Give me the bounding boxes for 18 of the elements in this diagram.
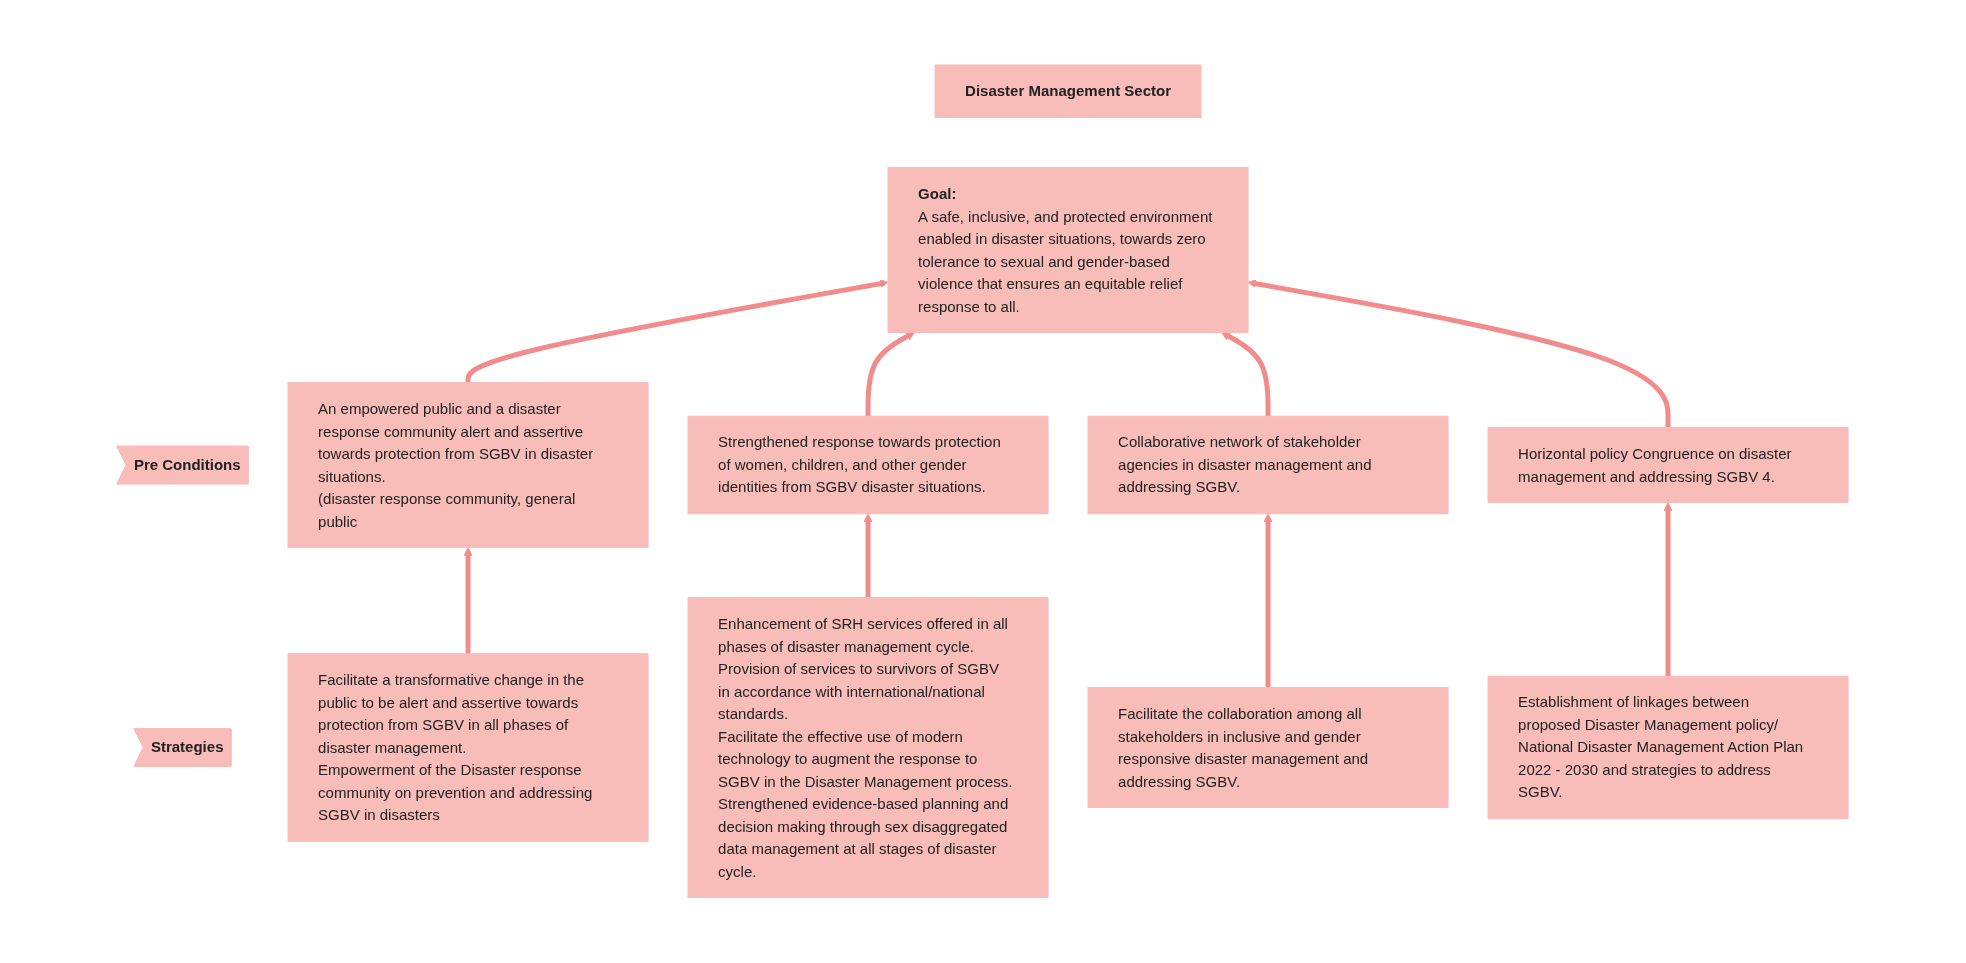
arrow: [1664, 502, 1673, 677]
node-box: Enhancement of SRH services offered in all phases of disaster management cycle. Provision of services to survivors of SGBV in accordance with international/national standards. Facilitate the effective use of modern technology to augment the response to SGBV in the Disaster Management process. Strengthened evidence-based planning and decision making through sex disaggregated data management at all stages of disaster cycle.: [688, 597, 1049, 899]
node-box: Disaster Management Sector: [935, 64, 1202, 119]
node-box: Facilitate the collaboration among all stakeholders in inclusive and gender responsive disaster management and addressing SGBV.: [1088, 687, 1449, 809]
node-box: Strengthened response towards protection of women, children, and other gender identities from SGBV disaster situations.: [688, 416, 1049, 515]
arrow: [464, 547, 473, 654]
node-box: An empowered public and a disaster response community alert and assertive towards protection from SGBV in disaster situations. (disaster response community, general public: [288, 382, 649, 549]
arrow: [1264, 513, 1273, 688]
node-box: Goal: A safe, inclusive, and protected environment enabled in disaster situations, towards zero tolerance to sexual and gender-based violence that ensures an equitable relief response to all.: [888, 167, 1249, 334]
arrow: [864, 513, 873, 598]
arrow: [866, 332, 916, 417]
arrow: [1248, 279, 1671, 428]
arrow: [1221, 332, 1271, 417]
node-box: Horizontal policy Congruence on disaster management and addressing SGBV 4.: [1488, 427, 1849, 504]
node-box: Facilitate a transformative change in the public to be alert and assertive towards protection from SGBV in all phases of disaster management. Empowerment of the Disaster response community on prevention and addressing SGBV in disasters: [288, 653, 649, 842]
node-box: Establishment of linkages between proposed Disaster Management policy/ National Disaster Management Action Plan 2022 - 2030 and strategies to address SGBV.: [1488, 676, 1849, 820]
arrow: [466, 279, 889, 383]
node-box: Collaborative network of stakeholder agencies in disaster management and addressing SGBV.: [1088, 416, 1449, 515]
